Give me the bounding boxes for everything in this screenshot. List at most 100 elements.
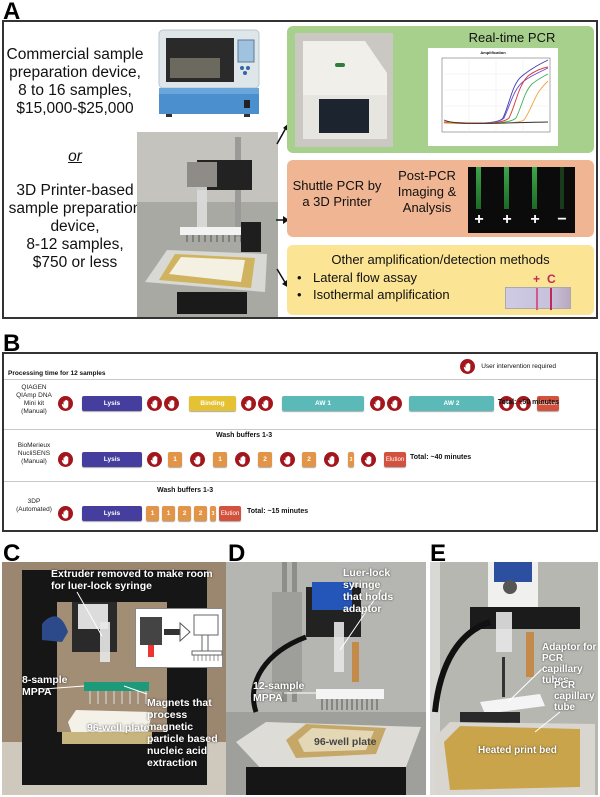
annotation-leader-lines <box>43 591 148 695</box>
step-wash: 2 <box>194 506 207 521</box>
strip-label-positive: + <box>533 272 541 286</box>
wash-buffers-label: Wash buffers 1-3 <box>157 487 214 494</box>
post-pcr-text: Post-PCR Imaging & Analysis <box>387 168 467 216</box>
total-time-3dp: Total: ~15 minutes <box>247 508 309 515</box>
text-line: 8-12 samples, <box>26 236 124 253</box>
hand-icon <box>58 452 73 467</box>
total-time-qiagen: Total: ~50 minutes <box>497 399 559 406</box>
hand-icon <box>164 396 179 411</box>
protocol-row-biomerieux <box>4 429 596 481</box>
text-line: preparation device, <box>9 64 141 81</box>
text-line: Shuttle PCR by <box>292 178 382 193</box>
hand-icon <box>516 396 531 411</box>
inset-diagram <box>135 608 223 668</box>
hand-icon <box>190 452 205 467</box>
step-wash: 2 <box>178 506 191 521</box>
step-wash: 2 <box>302 452 316 467</box>
lateral-flow-strip: + C <box>505 272 571 310</box>
hand-icon <box>241 396 256 411</box>
annotation-leader-lines <box>507 665 561 733</box>
hand-icon <box>58 506 73 521</box>
hand-icon <box>258 396 273 411</box>
post-pcr-image: + + + − <box>468 167 575 233</box>
text-line: $15,000-$25,000 <box>16 100 134 117</box>
capillary-positive-1 <box>476 167 481 209</box>
text-line: device, <box>50 218 100 235</box>
realtime-pcr-title: Real-time PCR <box>468 30 556 45</box>
hand-icon <box>147 452 162 467</box>
hand-icon <box>499 396 514 411</box>
strip-label-control: C <box>547 272 556 286</box>
pcr-machine-photo <box>295 33 393 147</box>
step-aw: AW 2 <box>409 396 494 411</box>
protocol-row-qiagen <box>4 379 596 429</box>
text-line: Analysis <box>402 200 452 215</box>
panel-e-letter: E <box>430 540 447 567</box>
step-aw: AW 1 <box>282 396 364 411</box>
processing-time-header: Processing time for 12 samples <box>8 370 106 377</box>
total-time-biomerieux: Total: ~40 minutes <box>410 454 472 461</box>
annotation-heated-print-bed: Heated print bed <box>478 745 557 756</box>
text-line: 8 to 16 samples, <box>18 82 132 99</box>
control-line <box>550 288 552 310</box>
other-methods-box: Other amplification/detection methods •L… <box>287 245 594 315</box>
step-wash: 1 <box>146 506 159 521</box>
step-lysis: Lysis <box>82 396 142 411</box>
hand-icon <box>361 452 376 467</box>
annotation-leader-lines <box>284 589 382 694</box>
other-methods-title: Other amplification/detection methods <box>331 252 550 267</box>
annotation-96-well-plate: 96-well plate <box>87 722 150 734</box>
commercial-device-photo <box>156 28 262 120</box>
hand-icon <box>280 452 295 467</box>
hand-icon <box>58 396 73 411</box>
list-item: •Lateral flow assay <box>297 270 418 285</box>
amplification-curve-baseline <box>443 119 549 125</box>
text-line: a 3D Printer <box>302 194 372 209</box>
hand-icon <box>460 359 476 374</box>
commercial-device-text: Commercial sample preparation device, 8 … <box>6 46 144 118</box>
text-line: sample preparation <box>8 200 142 217</box>
realtime-pcr-box: Real-time PCR Amplification <box>287 26 594 153</box>
step-elution: Elution <box>219 506 241 521</box>
legend-label: User intervention required <box>481 363 556 370</box>
panel-c-letter: C <box>3 540 21 567</box>
capillary-positive-3 <box>532 167 537 209</box>
hand-icon <box>324 452 339 467</box>
step-wash: 1 <box>213 452 227 467</box>
panel-a-letter: A <box>3 0 21 25</box>
chart-title: Amplification <box>480 50 506 55</box>
result-sign: − <box>557 211 567 228</box>
step-wash: 1 <box>168 452 182 467</box>
result-sign: + <box>474 211 484 228</box>
test-line <box>536 288 538 310</box>
result-sign: + <box>530 211 540 228</box>
list-item: •Isothermal amplification <box>297 287 450 302</box>
text-line: 3D Printer-based <box>16 182 134 199</box>
step-elution: Elution <box>384 452 406 467</box>
row-label-3dp: 3DP(Automated) <box>16 498 52 513</box>
step-lysis: Lysis <box>82 506 142 521</box>
arrow-to-shuttle-pcr <box>276 216 289 224</box>
hand-icon <box>147 396 162 411</box>
step-lysis: Lysis <box>82 452 142 467</box>
text-line: $750 or less <box>32 254 118 271</box>
step-wash: 3 <box>210 506 216 521</box>
printer-device-text: 3D Printer-based sample preparation devi… <box>6 182 144 272</box>
annotation-96-well-plate: 96-well plate <box>314 736 377 748</box>
panel-d-letter: D <box>228 540 246 567</box>
step-elution: Elution <box>537 396 559 411</box>
step-wash: 2 <box>258 452 272 467</box>
hand-icon <box>235 452 250 467</box>
wash-buffers-label: Wash buffers 1-3 <box>216 432 273 439</box>
3d-printer-photo <box>137 132 278 317</box>
